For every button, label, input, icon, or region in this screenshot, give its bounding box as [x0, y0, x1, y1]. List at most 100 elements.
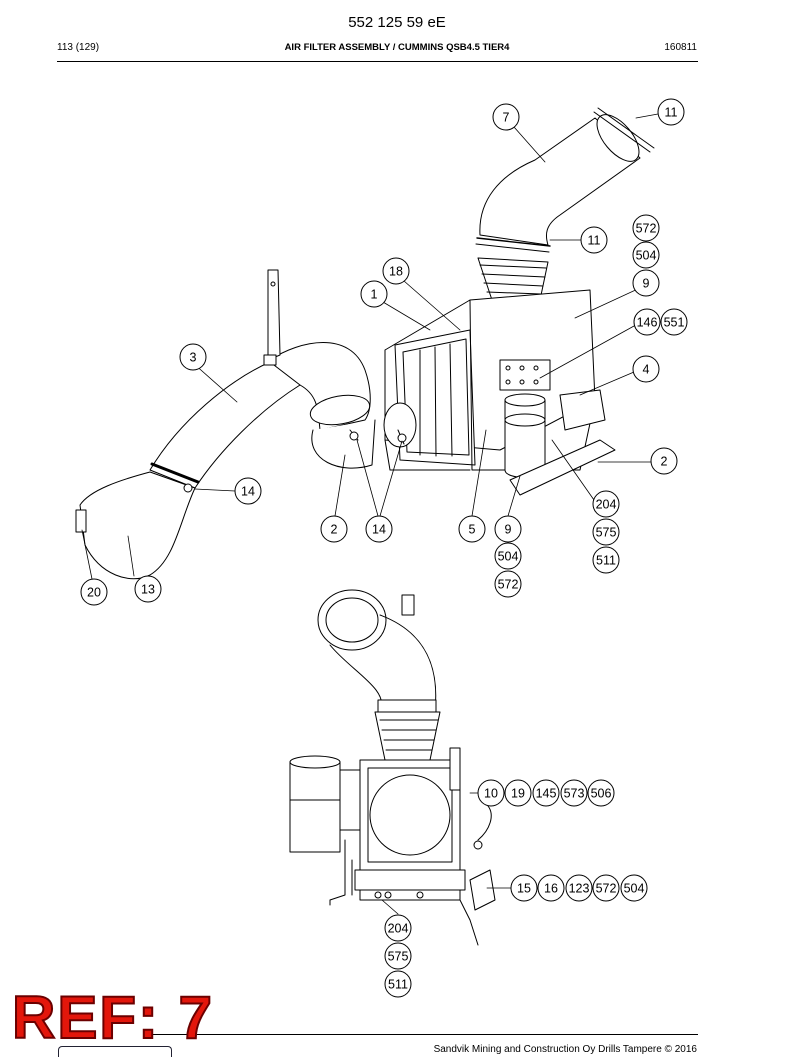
- callout-circle: [632, 269, 660, 297]
- ref-stamp: REF: 7: [11, 984, 215, 1051]
- callout-label: 20: [87, 586, 101, 600]
- callout-label: 19: [511, 787, 525, 801]
- callout-circle: [632, 241, 660, 269]
- callout-551: 551: [660, 308, 688, 336]
- callout-label: 551: [664, 316, 685, 330]
- callout-circle: [365, 515, 393, 543]
- callout-572c: 572: [592, 874, 620, 902]
- callout-circle: [382, 257, 410, 285]
- air-cleaner-body-drawing: [384, 257, 596, 471]
- callout-label: 1: [371, 288, 378, 302]
- callout-circle: [580, 226, 608, 254]
- callout-label: 511: [596, 554, 616, 568]
- callout-14a: 14: [234, 477, 262, 505]
- callout-5: 5: [458, 515, 486, 543]
- callout-4: 4: [632, 355, 660, 383]
- callout-label: 575: [388, 950, 409, 964]
- callout-circle: [632, 355, 660, 383]
- callout-circle: [657, 98, 685, 126]
- callout-label: 5: [469, 523, 476, 537]
- callout-circle: [565, 874, 593, 902]
- callout-label: 573: [564, 787, 585, 801]
- callout-label: 9: [505, 523, 512, 537]
- callout-575b: 575: [384, 942, 412, 970]
- callout-19: 19: [504, 779, 532, 807]
- callout-circle: [80, 578, 108, 606]
- callout-label: 146: [637, 316, 658, 330]
- date-code: 160811: [664, 42, 697, 53]
- callout-123: 123: [565, 874, 593, 902]
- callout-circle: [592, 518, 620, 546]
- callout-1: 1: [360, 280, 388, 308]
- callout-label: 575: [596, 526, 617, 540]
- callout-20: 20: [80, 578, 108, 606]
- callout-504c: 504: [620, 874, 648, 902]
- callout-label: 572: [596, 882, 617, 896]
- callout-7: 7: [492, 103, 520, 131]
- callout-circle: [587, 779, 615, 807]
- callout-circle: [179, 343, 207, 371]
- callout-label: 14: [241, 485, 255, 499]
- callout-circle: [510, 874, 538, 902]
- callout-circle: [494, 515, 522, 543]
- callout-9b: 9: [494, 515, 522, 543]
- callout-circle: [620, 874, 648, 902]
- callout-label: 7: [503, 111, 510, 125]
- callout-circle: [632, 214, 660, 242]
- callout-2b: 2: [320, 515, 348, 543]
- company-logo: [58, 1046, 172, 1057]
- callout-circle: [384, 914, 412, 942]
- callout-18: 18: [382, 257, 410, 285]
- callout-circle: [633, 308, 661, 336]
- lower-view-drawing: [289, 589, 496, 946]
- mounting-bracket-drawing: [509, 389, 616, 496]
- callout-label: 14: [372, 523, 386, 537]
- callout-label: 506: [591, 787, 612, 801]
- callout-16: 16: [537, 874, 565, 902]
- page-title: AIR FILTER ASSEMBLY / CUMMINS QSB4.5 TIE…: [284, 42, 510, 53]
- callout-2a: 2: [650, 447, 678, 475]
- callout-label: 13: [141, 583, 155, 597]
- callout-label: 504: [624, 882, 645, 896]
- callout-label: 4: [643, 363, 650, 377]
- callout-504a: 504: [632, 241, 660, 269]
- callout-circle: [504, 779, 532, 807]
- callout-label: 572: [636, 222, 657, 236]
- hose-clamps-drawing: [183, 429, 407, 493]
- callout-575a: 575: [592, 518, 620, 546]
- callout-572b: 572: [494, 570, 522, 598]
- intake-hose-drawing: [75, 269, 417, 580]
- callout-204b: 204: [384, 914, 412, 942]
- callout-label: 11: [588, 234, 601, 248]
- callout-204a: 204: [592, 490, 620, 518]
- callout-506: 506: [587, 779, 615, 807]
- callout-10: 10: [477, 779, 505, 807]
- callout-label: 204: [596, 498, 617, 512]
- callout-label: 11: [665, 106, 678, 120]
- callout-circle: [560, 779, 588, 807]
- callout-14b: 14: [365, 515, 393, 543]
- header-rule: [57, 61, 698, 62]
- callout-511a: 511: [592, 546, 620, 574]
- callout-circle: [134, 575, 162, 603]
- callout-label: 16: [544, 882, 558, 896]
- callout-circle: [650, 447, 678, 475]
- callout-circle: [494, 542, 522, 570]
- copyright-text: Sandvik Mining and Construction Oy Drill…: [433, 1044, 697, 1055]
- callout-11b: 11: [580, 226, 608, 254]
- callout-circle: [592, 874, 620, 902]
- callout-label: 123: [569, 882, 590, 896]
- callout-circle: [492, 103, 520, 131]
- callout-circle: [360, 280, 388, 308]
- callout-label: 2: [661, 455, 668, 469]
- callout-circle: [234, 477, 262, 505]
- callout-11a: 11: [657, 98, 685, 126]
- callout-label: 572: [498, 578, 519, 592]
- filter-canister-drawing: [504, 393, 546, 478]
- leader-lines: [81, 113, 659, 915]
- page-number: 113 (129): [57, 42, 100, 53]
- callout-label: 9: [643, 277, 650, 291]
- callout-label: 504: [636, 249, 657, 263]
- callout-label: 18: [389, 265, 403, 279]
